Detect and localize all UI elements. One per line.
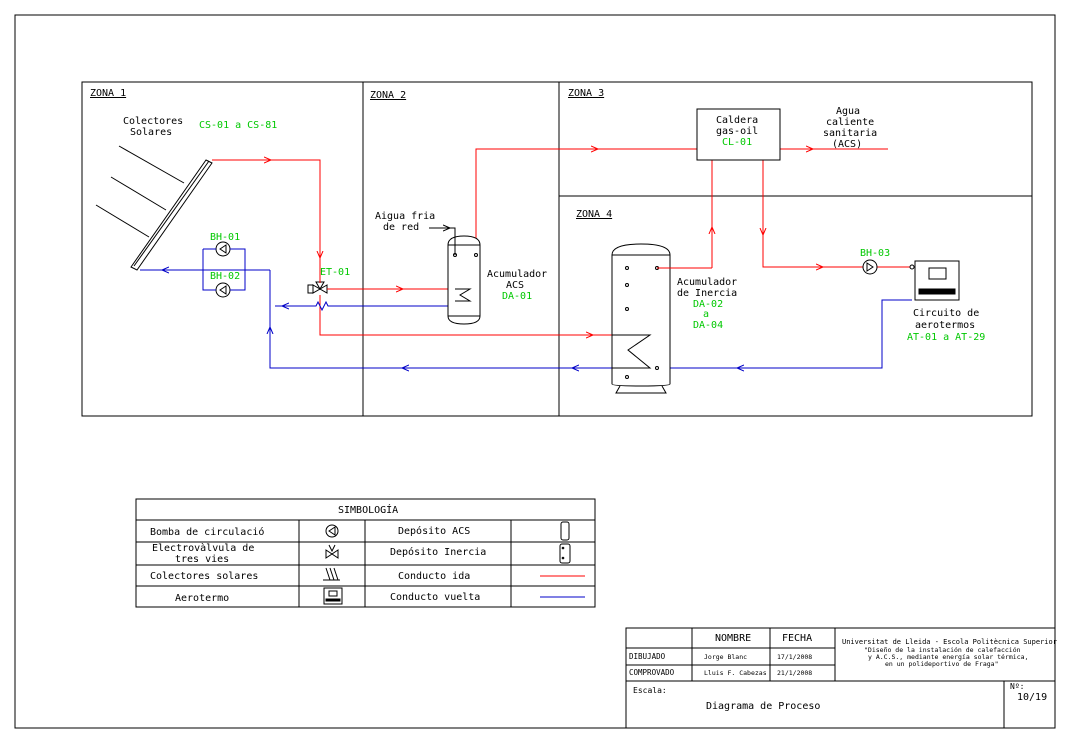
bh02-label: BH-02 xyxy=(210,271,240,282)
legend-title: SIMBOLOGÍA xyxy=(338,503,398,516)
zone-3-label: ZONA 3 xyxy=(568,88,604,99)
checked-label: COMPROVADO xyxy=(629,668,675,677)
checked-name: Lluis F. Cabezas xyxy=(704,669,767,677)
drawn-name: Jorge Blanc xyxy=(704,653,747,661)
sheet-border xyxy=(14,14,1056,729)
cold-water-label-1: Aigua fria xyxy=(375,211,435,222)
supply-pipes xyxy=(212,149,912,335)
aero-circuit-label-2: aerotermos xyxy=(915,320,975,331)
solar-collector-icon xyxy=(95,145,213,271)
bh03-label: BH-03 xyxy=(860,248,890,259)
university-line-1: Universitat de Lleida - Escola Politècni… xyxy=(842,638,1057,646)
zone-2-label: ZONA 2 xyxy=(370,90,406,101)
cold-water-label-2: de red xyxy=(383,222,419,233)
legend-valve-icon xyxy=(325,544,339,559)
zone-1-label: ZONA 1 xyxy=(90,88,126,99)
legend-valve-label-2: tres vies xyxy=(175,554,229,565)
university-line-2: "Diseño de la instalación de calefacción xyxy=(864,646,1021,654)
pump-bh01-icon xyxy=(215,241,231,257)
aero-code: AT-01 a AT-29 xyxy=(907,332,985,343)
pump-bh03-icon xyxy=(862,259,878,275)
drawn-label: DIBUJADO xyxy=(629,652,666,661)
inertia-tank-icon xyxy=(611,243,671,394)
inertia-tank-label-2: de Inercia xyxy=(677,288,737,299)
legend-inertia-tank-icon xyxy=(559,543,571,564)
drawn-date: 17/1/2008 xyxy=(777,653,812,661)
zone-frames xyxy=(81,81,1033,417)
acs-tank-label-2: ACS xyxy=(506,280,524,291)
hot-water-label-2: caliente xyxy=(826,117,874,128)
return-pipes xyxy=(140,248,912,368)
checked-date: 21/1/2008 xyxy=(777,669,812,677)
pump-bh02-icon xyxy=(215,282,231,298)
sheet-number-label: Nº: xyxy=(1010,682,1024,691)
three-way-valve-icon xyxy=(307,281,328,294)
aerotherm-icon xyxy=(909,260,960,301)
legend-aerotherm-icon xyxy=(323,587,343,605)
zone-4-label: ZONA 4 xyxy=(576,209,612,220)
boiler-code: CL-01 xyxy=(722,137,752,148)
inertia-code-3: DA-04 xyxy=(693,320,723,331)
legend-acs-tank-label: Depósito ACS xyxy=(398,525,470,537)
legend-valve-label-1: Electrovàlvula de xyxy=(152,542,254,554)
bh01-label: BH-01 xyxy=(210,232,240,243)
legend-acs-tank-icon xyxy=(560,521,570,541)
acs-tank-icon xyxy=(447,235,481,325)
inertia-tank-label-1: Acumulador xyxy=(677,277,737,288)
hot-water-label-1: Agua xyxy=(836,106,860,117)
title-col-name: NOMBRE xyxy=(715,633,751,644)
scale-label: Escala: xyxy=(633,686,667,695)
acs-tank-code: DA-01 xyxy=(502,291,532,302)
hot-water-label-4: (ACS) xyxy=(832,139,862,150)
boiler-icon xyxy=(696,108,781,161)
legend-collector-label: Colectores solares xyxy=(150,571,258,582)
collectors-code: CS-01 a CS-81 xyxy=(199,120,277,131)
legend-pump-icon xyxy=(325,524,339,538)
cold-water-inlet xyxy=(429,227,456,255)
title-col-date: FECHA xyxy=(782,633,812,644)
boiler-label-1: Caldera xyxy=(716,115,758,126)
drawing-title: Diagrama de Proceso xyxy=(706,701,820,712)
inertia-code-1: DA-02 xyxy=(693,299,723,310)
legend-collector-icon xyxy=(323,567,340,581)
university-line-3: y A.C.S., mediante energía solar térmica… xyxy=(868,653,1028,661)
legend-pump-label: Bomba de circulació xyxy=(150,526,264,538)
legend-supply-label: Conducto ida xyxy=(398,571,470,582)
legend-table xyxy=(135,498,596,608)
hot-water-label-3: sanitaria xyxy=(823,128,877,139)
inertia-code-2: a xyxy=(703,309,709,320)
university-line-4: en un polideportivo de Fraga" xyxy=(885,660,999,668)
aero-circuit-label-1: Circuito de xyxy=(913,308,979,319)
acs-tank-label-1: Acumulador xyxy=(487,269,547,280)
legend-aerotherm-label: Aerotermo xyxy=(175,593,229,604)
boiler-label-2: gas-oil xyxy=(716,126,758,137)
legend-inertia-tank-label: Depósito Inercia xyxy=(390,546,486,558)
title-block xyxy=(625,627,1056,729)
sheet-number: 10/19 xyxy=(1017,692,1047,703)
collectors-label-1: Colectores xyxy=(123,116,183,127)
et01-label: ET-01 xyxy=(320,267,350,278)
collectors-label-2: Solares xyxy=(130,127,172,138)
legend-return-label: Conducto vuelta xyxy=(390,592,480,603)
